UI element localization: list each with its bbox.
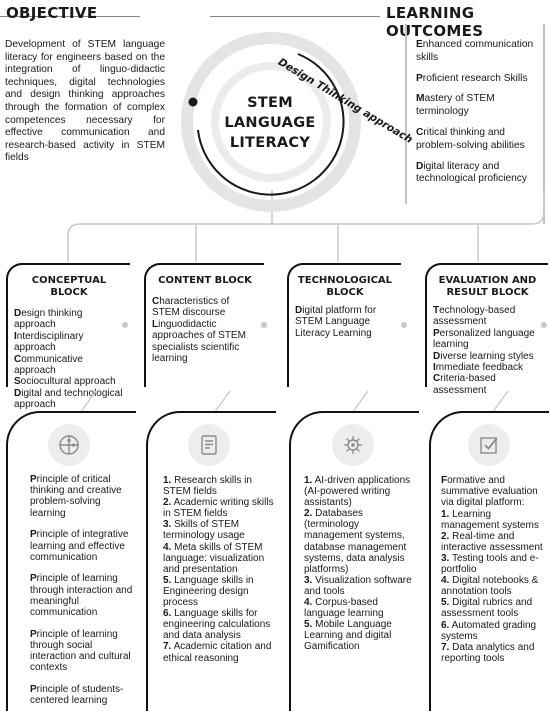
assessment-items: 1. Learning management systems 2. Real-t… xyxy=(441,509,549,664)
center-header-rule xyxy=(210,16,380,17)
evaluation-block-list: Technology-based assessment Personalized… xyxy=(433,305,542,396)
block-item: Personalized language learning xyxy=(433,327,535,351)
evaluation-block-title: EVALUATION AND RESULT BLOCK xyxy=(438,275,537,298)
principle-item: Principle of learning through social int… xyxy=(30,628,131,674)
skill-item: 5. Language skills in Engineering design… xyxy=(163,574,254,609)
block-item: Technology-based assessment xyxy=(433,305,516,328)
assessment-item: 5. Digital rubrics and assessment tools xyxy=(441,597,533,620)
block-item: Diverse learning styles xyxy=(433,350,534,362)
outcomes-list: Enhanced communication skills Proficient… xyxy=(416,39,544,194)
principle-item: Principle of critical thinking and creat… xyxy=(30,474,122,519)
block-item: Digital and technological approach xyxy=(14,387,123,411)
content-block-list: Characteristics of STEM discourse Linguo… xyxy=(152,296,258,364)
outcome-item: Digital literacy and technological profi… xyxy=(416,160,527,185)
tools-list: 1. AI-driven applications (AI-powered wr… xyxy=(304,475,416,653)
block-item: Digital platform for STEM Language Liter… xyxy=(295,305,377,339)
assessment-item: 4. Digital notebooks & annotation tools xyxy=(441,575,539,598)
connector-dot xyxy=(401,322,407,328)
center-title-line1: STEM xyxy=(247,95,293,111)
technological-block-title: TECHNOLOGICAL BLOCK xyxy=(297,275,393,298)
assessment-intro: Formative and summative evaluation via d… xyxy=(441,475,538,509)
block-item: Linguodidactic approaches of STEM specia… xyxy=(152,318,246,365)
content-block-title: CONTENT BLOCK xyxy=(158,275,252,286)
outcome-item: Enhanced communication skills xyxy=(416,39,534,63)
tool-item: 5. Mobile Language Learning and digital … xyxy=(304,619,392,653)
outcome-item: Mastery of STEM terminology xyxy=(416,93,495,118)
center-title: STEM LANGUAGE LITERACY xyxy=(200,93,340,153)
skill-item: 6. Language skills for engineering calcu… xyxy=(163,608,271,642)
skill-item: 3. Skills of STEM terminology usage xyxy=(163,519,245,542)
technological-block: TECHNOLOGICAL BLOCK Digital platform for… xyxy=(287,263,401,387)
checkbox-icon xyxy=(468,424,510,466)
objective-text: Development of STEM language literacy fo… xyxy=(5,39,165,164)
assessment-item: 6. Automated grading systems xyxy=(441,619,537,642)
block-connectors xyxy=(79,390,509,414)
principle-item: Principle of students-centered learning xyxy=(30,684,124,707)
tool-item: 2. Databases (terminology management sys… xyxy=(304,508,407,575)
outcome-item: Proficient research Skills xyxy=(416,72,528,84)
block-item: Immediate feedback xyxy=(433,362,524,374)
conceptual-block: CONCEPTUAL BLOCK Design thinking approac… xyxy=(6,263,130,410)
principles-block xyxy=(6,411,136,711)
block-item: Criteria-based assessment xyxy=(433,373,496,396)
center-title-line3: LITERACY xyxy=(229,135,311,151)
evaluation-block: EVALUATION AND RESULT BLOCK Technology-b… xyxy=(425,263,548,396)
principles-list: Principle of critical thinking and creat… xyxy=(30,474,134,714)
connector-dot xyxy=(261,322,267,328)
outcome-item: Critical thinking and problem-solving ab… xyxy=(416,126,525,151)
skill-item: 7. Academic citation and ethical reasoni… xyxy=(163,641,272,664)
connector-dot xyxy=(541,322,547,328)
assessment-list: Formative and summative evaluation via d… xyxy=(441,475,549,664)
block-item: Characteristics of STEM discourse xyxy=(152,296,230,319)
block-item: Sociocultural approach xyxy=(14,376,116,388)
stem-literacy-circle xyxy=(181,32,361,212)
assessment-block xyxy=(429,411,549,711)
assessment-item: 1. Learning management systems xyxy=(441,508,539,531)
skills-block xyxy=(146,411,276,711)
skills-list: 1. Research skills in STEM fields 2. Aca… xyxy=(163,475,275,664)
connector-dot xyxy=(122,322,128,328)
skill-item: 2. Academic writing skills in STEM field… xyxy=(163,497,274,520)
gear-network-icon xyxy=(332,424,374,466)
objective-header: OBJECTIVE xyxy=(6,4,98,22)
assessment-item: 2. Real-time and interactive assessment xyxy=(441,530,543,553)
puzzle-icon xyxy=(48,424,90,466)
block-item: Interdisciplinary approach xyxy=(14,330,84,354)
learning-outcomes-header: LEARNING OUTCOMES xyxy=(386,4,484,40)
tool-item: 4. Corpus-based language learning xyxy=(304,597,384,620)
conceptual-block-title: CONCEPTUAL BLOCK xyxy=(31,275,107,298)
objective-header-rule xyxy=(0,16,140,17)
assessment-item: 7. Data analytics and reporting tools xyxy=(441,641,535,664)
outcomes-left-rule xyxy=(405,24,407,204)
conceptual-block-list: Design thinking approach Interdisciplina… xyxy=(14,308,124,411)
block-item: Communicative approach xyxy=(14,353,83,377)
skill-item: 4. Meta skills of STEM language: visuali… xyxy=(163,541,265,575)
block-item: Design thinking approach xyxy=(14,308,83,331)
tool-item: 3. Visualization software and tools xyxy=(304,574,412,597)
principle-item: Principle of learning through interactio… xyxy=(30,573,133,619)
document-icon xyxy=(188,424,230,466)
skill-item: 1. Research skills in STEM fields xyxy=(163,475,252,498)
tool-item: 1. AI-driven applications (AI-powered wr… xyxy=(304,475,411,509)
tools-block xyxy=(289,411,419,711)
center-title-line2: LANGUAGE xyxy=(224,115,316,131)
content-block: CONTENT BLOCK Characteristics of STEM di… xyxy=(144,263,264,387)
assessment-item: 3. Testing tools and e-portfolio xyxy=(441,552,539,576)
principle-item: Principle of integrative learning and ef… xyxy=(30,529,129,563)
outcomes-right-rule xyxy=(543,24,545,224)
technological-block-list: Digital platform for STEM Language Liter… xyxy=(295,305,395,339)
